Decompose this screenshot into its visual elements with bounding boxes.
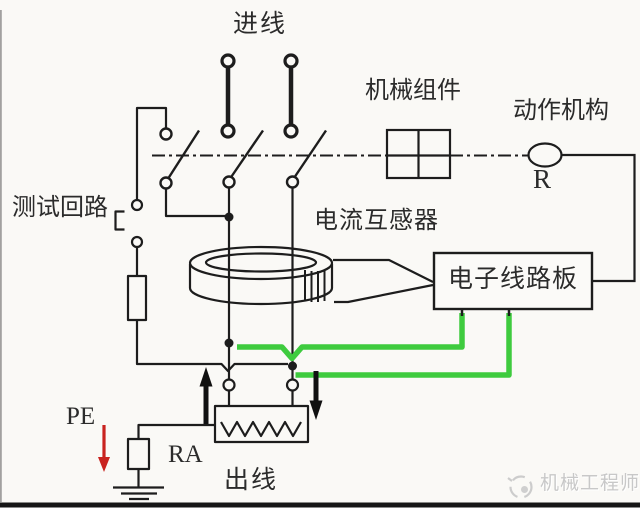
incoming-terminal-icons (220, 53, 299, 139)
pole-conductors (222, 187, 300, 406)
label-relay-r: R (533, 164, 552, 194)
mechanical-assembly-icon (385, 128, 452, 180)
label-incoming-line: 进线 (233, 11, 288, 38)
ground-circuit-icon (113, 423, 215, 501)
outgoing-block-icon (213, 404, 310, 444)
label-outgoing-line: 出线 (224, 467, 279, 494)
test-resistor-icon (126, 274, 148, 322)
test-button-icon (114, 210, 125, 231)
secondary-winding-icon (304, 270, 326, 302)
test-circuit-icon (114, 106, 288, 373)
current-transformer-icon (188, 245, 334, 306)
label-current-transformer: 电流互感器 (314, 208, 439, 234)
label-pe: PE (66, 403, 96, 430)
secondary-output-funnel (333, 258, 434, 304)
bottom-divider (0, 502, 640, 508)
label-actuator: 动作机构 (513, 98, 609, 124)
ra-resistor-icon (126, 437, 151, 471)
secondary-wires-green (237, 313, 512, 378)
label-mechanical-assembly: 机械组件 (365, 78, 461, 104)
pe-arrow-icon (98, 425, 110, 472)
label-test-circuit: 测试回路 (12, 195, 108, 221)
electronic-board-box (432, 251, 594, 316)
resistive-element-icon (220, 420, 302, 438)
label-ra: RA (168, 441, 203, 468)
current-flow-arrows (199, 367, 323, 424)
image-frame (0, 10, 640, 512)
breaker-contacts-icon (159, 127, 327, 190)
junction-dots (224, 212, 297, 371)
watermark-text: 机械工程师 (540, 473, 640, 494)
watermark-logo-icon (507, 475, 533, 499)
earth-ground-icon (113, 486, 164, 501)
actuator-coil-icon (527, 142, 636, 283)
label-electronic-board: 电子线路板 (447, 266, 578, 293)
